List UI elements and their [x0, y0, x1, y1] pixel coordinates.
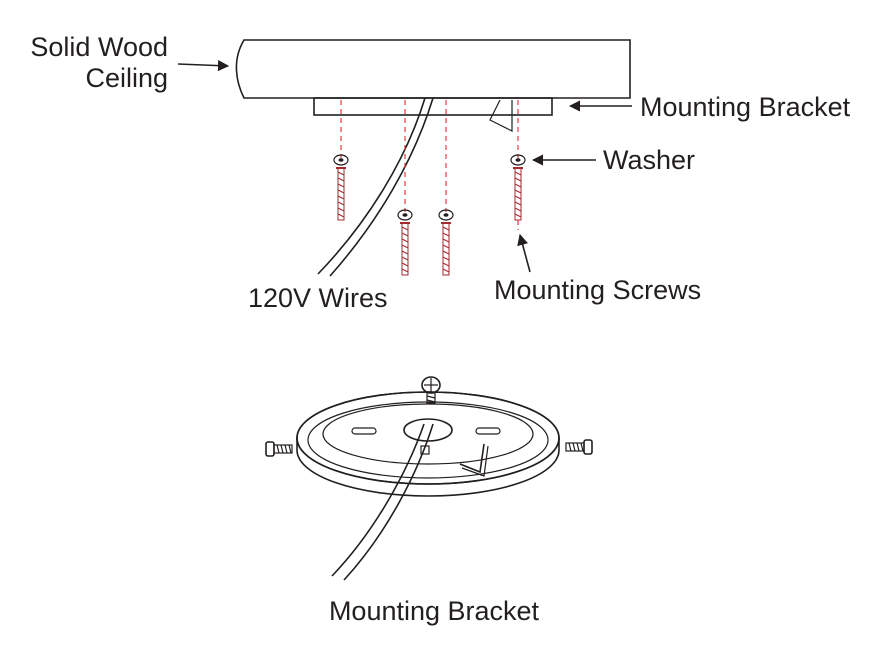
wires-top	[317, 97, 434, 277]
leader-arrows	[177, 60, 632, 273]
bracket-label-top: Mounting Bracket	[640, 92, 851, 122]
bracket-label-bottom: Mounting Bracket	[329, 596, 540, 626]
mounting-bracket-plate	[313, 97, 553, 132]
screws-label: Mounting Screws	[494, 275, 701, 305]
alignment-guides	[340, 100, 519, 230]
washer-label: Washer	[603, 145, 695, 175]
wires-label: 120V Wires	[248, 283, 388, 313]
ceiling-label-line2: Ceiling	[85, 63, 168, 93]
ceiling-label-line1: Solid Wood	[30, 32, 168, 62]
screw-2	[397, 209, 413, 276]
screw-4	[510, 154, 526, 221]
screw-1	[333, 154, 349, 221]
mounting-bracket-3d	[265, 376, 593, 581]
wood-ceiling	[235, 39, 631, 99]
screw-3	[438, 209, 454, 276]
